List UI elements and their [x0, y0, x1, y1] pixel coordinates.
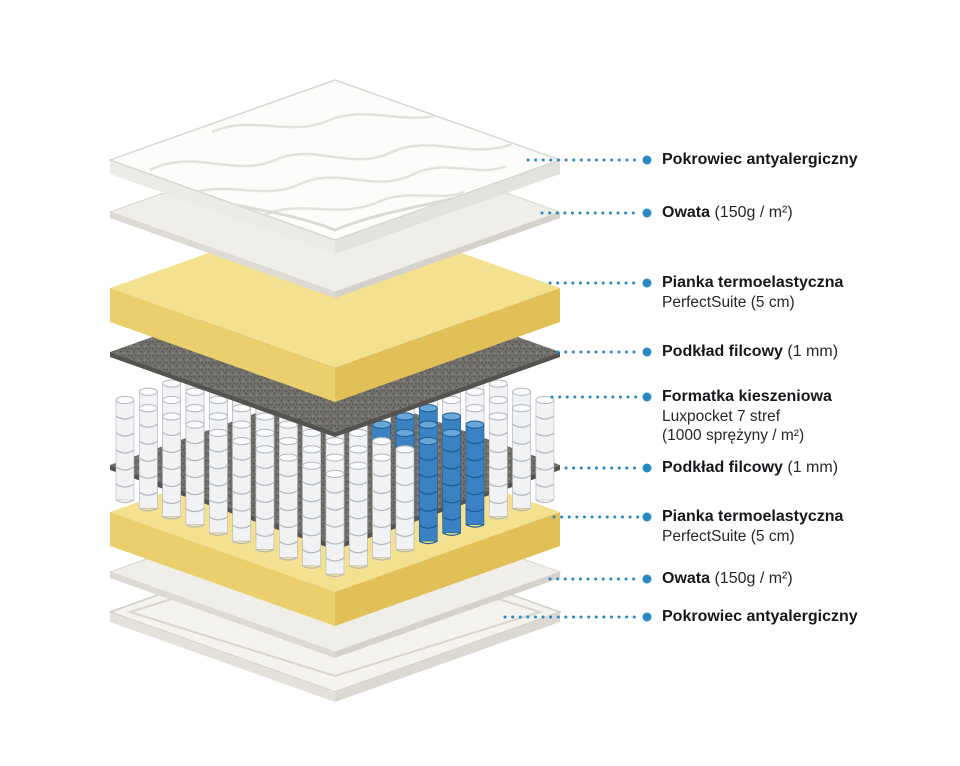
label-felt-bottom-text: Podkład filcowy [662, 459, 783, 476]
label-springs-detail-2: (1000 sprężyny / m²) [662, 427, 805, 444]
pocket-spring [372, 453, 392, 561]
leader-cover-bottom [503, 612, 652, 622]
labels-column: Pokrowiec antyalergiczny Owata (150g / m… [662, 0, 960, 766]
pocket-spring [115, 395, 135, 504]
pocket-spring [185, 420, 205, 528]
label-cover-top: Pokrowiec antyalergiczny [662, 150, 858, 170]
label-foam-bottom: Pianka termoelastyczna PerfectSuite (5 c… [662, 507, 843, 546]
cover-top-left-face [110, 160, 335, 254]
pocket-spring [255, 445, 275, 553]
pocket-spring [232, 437, 252, 545]
cover-bottom-left-face [110, 612, 335, 702]
label-foam-bottom-detail: PerfectSuite (5 cm) [662, 528, 795, 545]
pocket-spring [512, 404, 532, 512]
label-foam-top-text: Pianka termoelastyczna [662, 274, 844, 291]
label-springs: Formatka kieszeniowa Luxpocket 7 stref (… [662, 387, 832, 445]
wadding-top-right-face [335, 212, 560, 298]
pocket-spring [395, 445, 415, 553]
label-felt-top-text: Podkład filcowy [662, 343, 783, 360]
label-felt-bottom-detail: (1 mm) [782, 459, 839, 476]
pocket-spring [208, 428, 228, 536]
foam-top-right-face [335, 288, 560, 402]
pocket-spring [302, 461, 322, 569]
label-cover-bottom-text: Pokrowiec antyalergiczny [662, 608, 858, 625]
label-felt-top-detail: (1 mm) [782, 343, 839, 360]
leader-lines [503, 155, 652, 622]
pocket-spring [488, 412, 508, 520]
label-cover-bottom: Pokrowiec antyalergiczny [662, 607, 858, 627]
label-wadding-bottom-detail: (150g / m²) [710, 570, 793, 587]
wadding-top-left-face [110, 212, 335, 298]
leader-springs [550, 392, 652, 402]
label-wadding-top-text: Owata [662, 204, 711, 221]
label-wadding-top: Owata (150g / m²) [662, 203, 793, 223]
wadding-bottom-left-face [110, 572, 335, 658]
label-foam-bottom-text: Pianka termoelastyczna [662, 508, 844, 525]
felt-top-right-face [335, 352, 560, 437]
label-felt-top: Podkład filcowy (1 mm) [662, 342, 838, 362]
label-foam-top-detail: PerfectSuite (5 cm) [662, 294, 795, 311]
label-wadding-bottom: Owata (150g / m²) [662, 569, 793, 589]
leader-cover-top [526, 155, 652, 165]
label-foam-top: Pianka termoelastyczna PerfectSuite (5 c… [662, 273, 843, 312]
leader-wadding-bottom [548, 574, 652, 584]
pocket-spring-blue [418, 437, 438, 545]
pocket-spring [325, 469, 345, 578]
leader-foam-bottom [552, 512, 652, 522]
leader-foam-top [548, 278, 652, 288]
pocket-spring [535, 395, 555, 504]
pocket-spring-blue [465, 420, 485, 528]
label-felt-bottom: Podkład filcowy (1 mm) [662, 458, 838, 478]
foam-bottom-right-face [335, 512, 560, 626]
label-cover-top-text: Pokrowiec antyalergiczny [662, 151, 858, 168]
cover-top-right-face [335, 160, 560, 254]
leader-wadding-top [540, 208, 652, 218]
foam-bottom-left-face [110, 512, 335, 626]
label-wadding-top-detail: (150g / m²) [710, 204, 793, 221]
cover-bottom-right-face [335, 612, 560, 702]
pocket-spring [138, 404, 158, 512]
foam-top-left-face [110, 288, 335, 402]
leader-felt-top [556, 347, 652, 357]
label-springs-detail-1: Luxpocket 7 stref [662, 408, 781, 425]
pocket-spring-blue [442, 428, 462, 536]
layer-cover-top [107, 79, 563, 254]
label-springs-text: Formatka kieszeniowa [662, 388, 832, 405]
wadding-bottom-right-face [335, 572, 560, 658]
label-wadding-bottom-text: Owata [662, 570, 711, 587]
pocket-spring [278, 453, 298, 561]
leader-felt-bottom [564, 463, 652, 473]
pocket-spring [348, 461, 368, 569]
felt-top-left-face [110, 352, 335, 437]
pocket-spring [162, 412, 182, 520]
